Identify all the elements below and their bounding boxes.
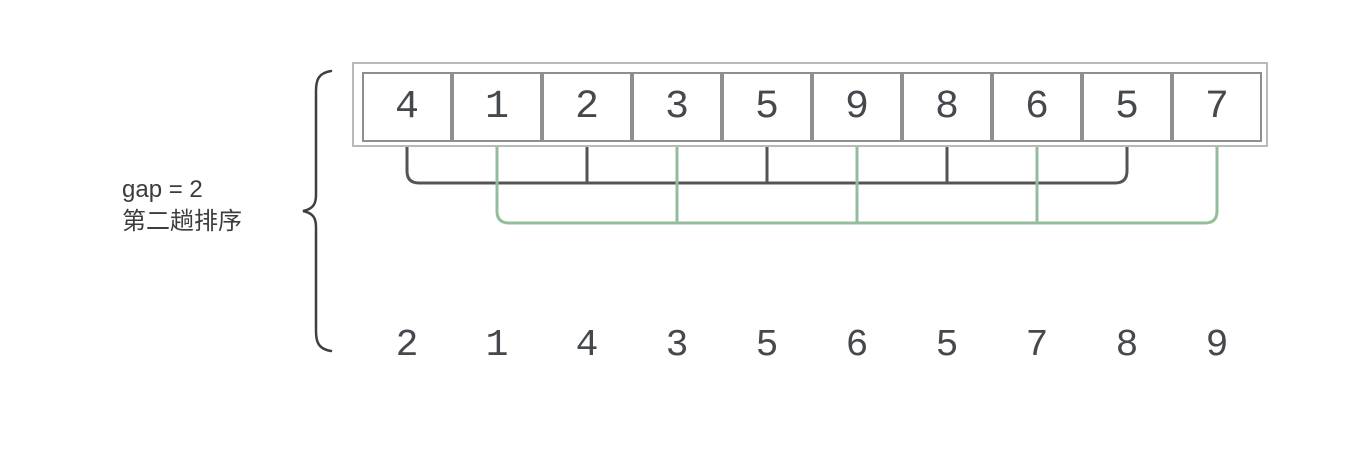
green-gap-bracket: [495, 146, 1219, 225]
array-container: 4 1 2 3 5 9 8 6 5 7: [352, 62, 1268, 147]
gap-value-label: gap = 2: [122, 176, 203, 203]
array-cell-4: 5: [722, 72, 812, 142]
result-row: 2 1 4 3 5 6 5 7 8 9: [362, 324, 1262, 367]
array-cell-7: 6: [992, 72, 1082, 142]
pass-name-label: 第二趟排序: [122, 208, 242, 235]
left-curly-brace-icon: [302, 69, 333, 353]
result-value-2: 4: [575, 324, 599, 367]
result-value-8: 8: [1115, 324, 1139, 367]
result-value-1: 1: [485, 324, 509, 367]
array-cell-8: 5: [1082, 72, 1172, 142]
result-value-9: 9: [1205, 324, 1229, 367]
result-value-5: 6: [845, 324, 869, 367]
array-cell-6: 8: [902, 72, 992, 142]
result-value-7: 7: [1025, 324, 1049, 367]
dark-gap-bracket: [405, 146, 1129, 185]
pass-label: gap = 2 第二趟排序: [122, 174, 242, 238]
result-value-4: 5: [755, 324, 779, 367]
array-cell-2: 2: [542, 72, 632, 142]
array-cell-3: 3: [632, 72, 722, 142]
result-value-6: 5: [935, 324, 959, 367]
array-cell-5: 9: [812, 72, 902, 142]
result-value-3: 3: [665, 324, 689, 367]
array-cell-1: 1: [452, 72, 542, 142]
result-value-0: 2: [395, 324, 419, 367]
array-cell-9: 7: [1172, 72, 1262, 142]
array-cell-0: 4: [362, 72, 452, 142]
